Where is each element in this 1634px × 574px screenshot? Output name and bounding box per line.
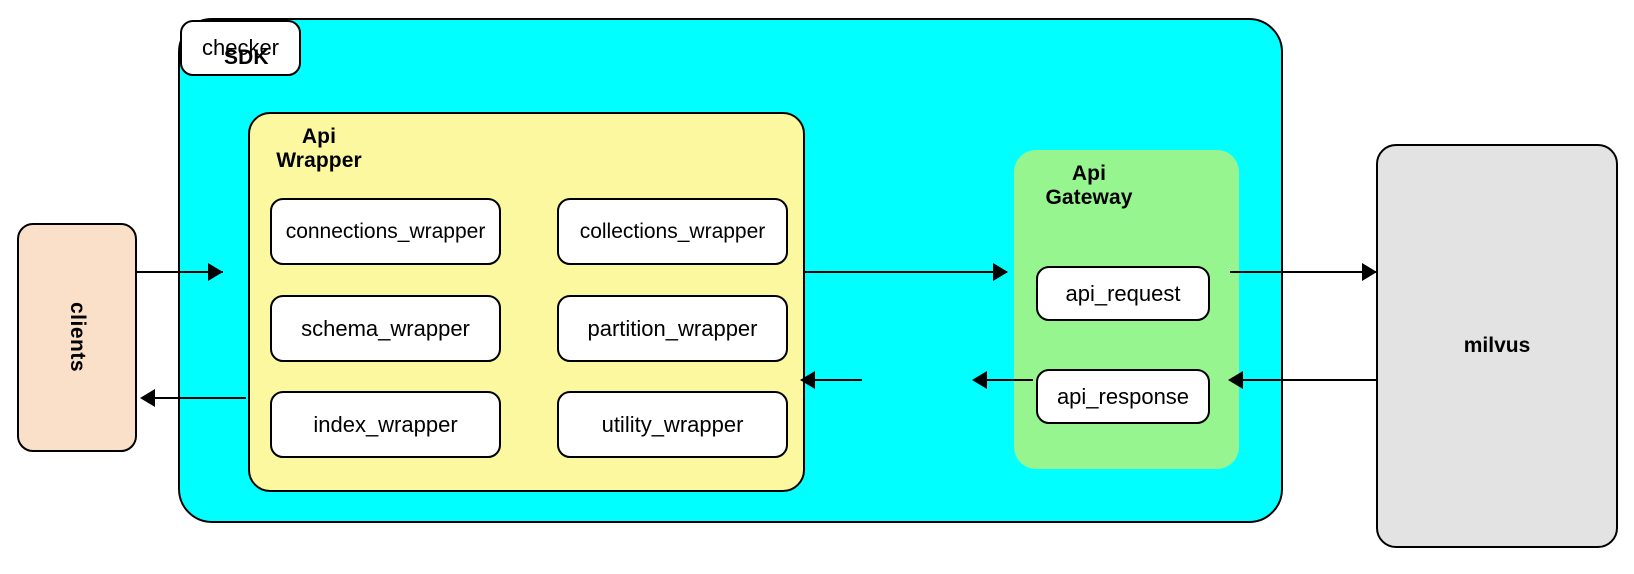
sdk-label: SDK: [224, 46, 269, 69]
api-gateway-container[interactable]: Api Gateway api_request api_response: [1014, 150, 1239, 469]
edge-clients-to-sdk: [137, 271, 223, 273]
arrow-left-icon: [140, 389, 155, 407]
module-collections-wrapper[interactable]: collections_wrapper: [557, 198, 788, 265]
api-wrapper-container[interactable]: Api Wrapper connections_wrapper collecti…: [248, 112, 805, 492]
edge-checker-to-api-wrapper: [806, 379, 862, 381]
edge-api-response-to-checker: [977, 379, 1033, 381]
module-label: collections_wrapper: [579, 219, 766, 243]
milvus-node[interactable]: milvus: [1376, 144, 1618, 548]
clients-label: clients: [66, 302, 89, 373]
arrow-left-icon: [972, 371, 987, 389]
module-index-wrapper[interactable]: index_wrapper: [270, 391, 501, 458]
sdk-container[interactable]: SDK Api Wrapper connections_wrapper coll…: [178, 18, 1283, 523]
arrow-right-icon: [208, 263, 223, 281]
edge-sdk-to-clients: [143, 397, 246, 399]
api-gateway-label: Api Gateway: [1045, 162, 1133, 209]
module-utility-wrapper[interactable]: utility_wrapper: [557, 391, 788, 458]
checker-node[interactable]: checker: [180, 20, 301, 76]
module-connections-wrapper[interactable]: connections_wrapper: [270, 198, 501, 265]
module-api-request[interactable]: api_request: [1036, 266, 1210, 321]
edge-api-wrapper-to-api-gateway: [803, 271, 1007, 273]
module-label: api_request: [1065, 280, 1181, 306]
module-partition-wrapper[interactable]: partition_wrapper: [557, 295, 788, 362]
edge-milvus-to-api-response: [1234, 379, 1376, 381]
module-label: api_response: [1056, 383, 1190, 409]
module-label: partition_wrapper: [587, 315, 758, 341]
api-wrapper-label: Api Wrapper: [276, 125, 362, 172]
module-label: schema_wrapper: [301, 315, 470, 341]
arrow-left-icon: [800, 371, 815, 389]
milvus-label: milvus: [1463, 334, 1531, 357]
module-label: utility_wrapper: [601, 411, 744, 437]
edge-api-request-to-milvus: [1230, 271, 1378, 273]
arrow-right-icon: [993, 263, 1008, 281]
module-label: connections_wrapper: [285, 219, 486, 243]
checker-label: checker: [201, 35, 280, 60]
module-label: index_wrapper: [313, 411, 458, 437]
arrow-left-icon: [1228, 371, 1243, 389]
module-api-response[interactable]: api_response: [1036, 369, 1210, 424]
module-schema-wrapper[interactable]: schema_wrapper: [270, 295, 501, 362]
clients-node[interactable]: clients: [17, 223, 137, 452]
arrow-right-icon: [1362, 263, 1377, 281]
